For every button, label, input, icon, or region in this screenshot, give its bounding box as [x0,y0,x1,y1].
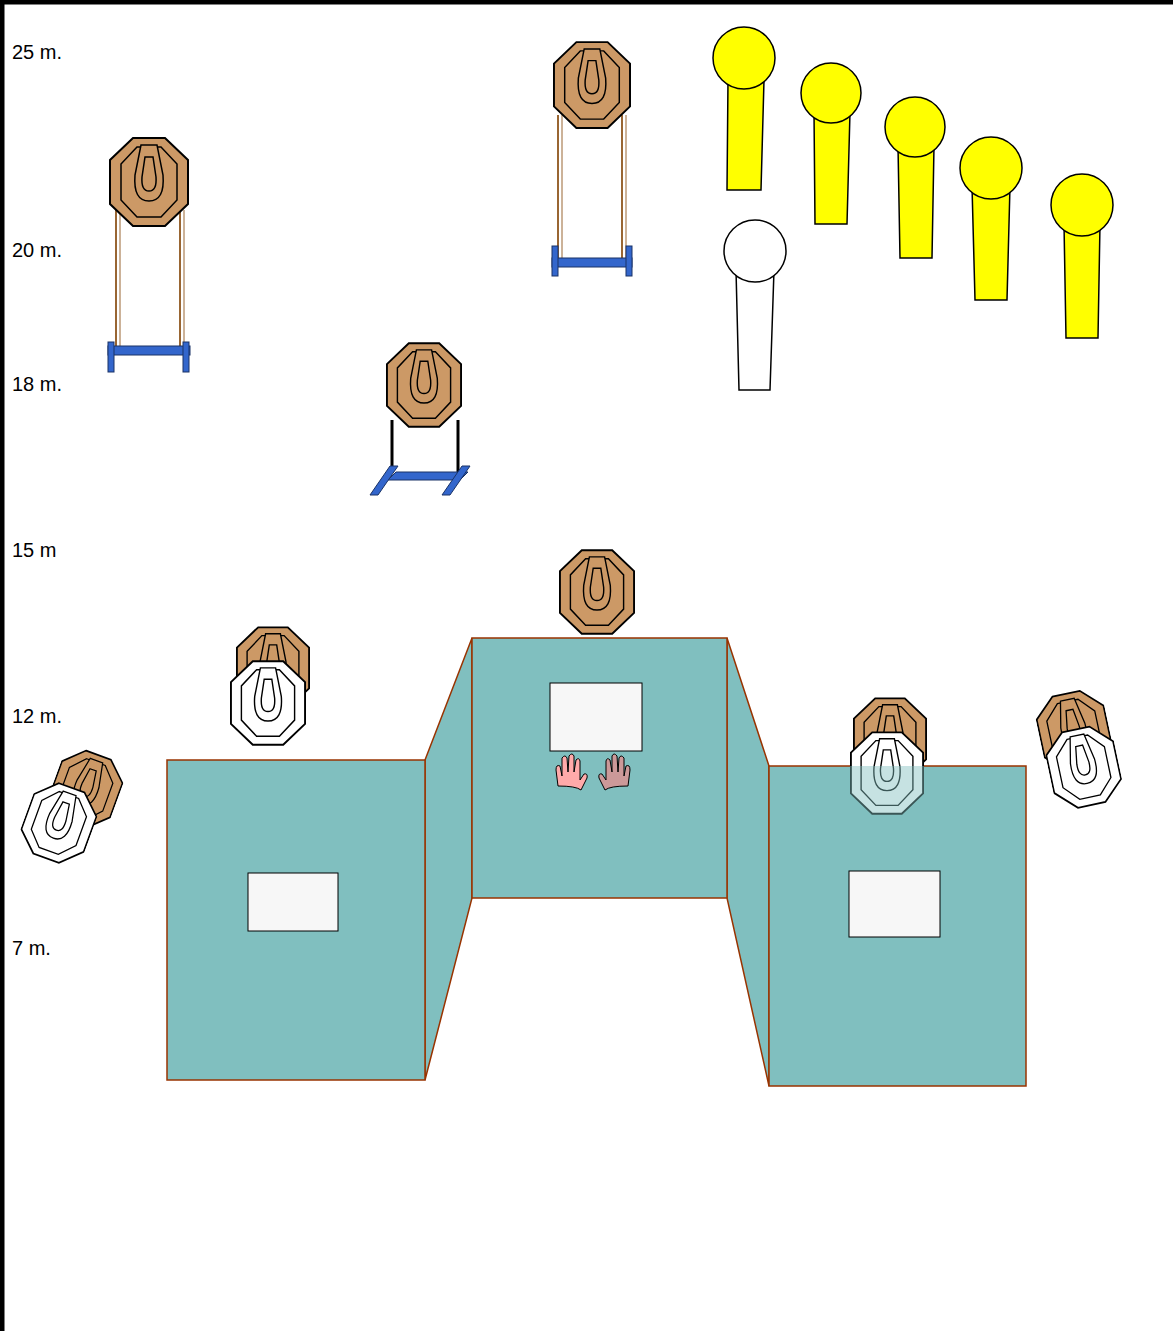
frame-line [0,0,5,1331]
distance-label: 25 m. [12,42,62,62]
target-stand [370,343,470,495]
distance-label: 15 m [12,540,56,560]
distance-label: 18 m. [12,374,62,394]
target [560,550,634,634]
target-pair [15,739,129,874]
target-stand [552,42,632,276]
wall [167,638,1026,1086]
frame-line [0,0,1173,5]
shooting-area [248,683,940,937]
popper [713,27,1113,390]
target-pair [850,698,926,816]
distance-label: 12 m. [12,706,62,726]
target-stand [108,138,190,372]
distance-label: 20 m. [12,240,62,260]
target-pair [231,627,309,745]
hands [556,754,630,790]
target-pair [1033,686,1125,812]
distance-label: 7 m. [12,938,51,958]
